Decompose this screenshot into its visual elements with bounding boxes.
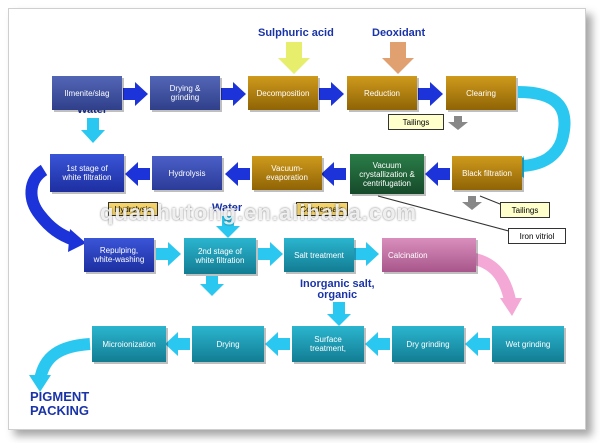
box-wet-grinding: Wet grinding xyxy=(492,326,564,362)
arrow-sulphuric xyxy=(278,42,310,74)
arrow-to-packing xyxy=(34,338,91,382)
label-inorganic-salt: Inorganic salt, organic xyxy=(300,278,375,301)
arrow-r1-1 xyxy=(123,82,148,106)
arrow-down-2nd xyxy=(200,276,224,296)
arrow-deoxidant xyxy=(382,42,414,74)
box-dry-grinding: Dry grinding xyxy=(392,326,464,362)
box-microionization: Microionization xyxy=(92,326,166,362)
arrow-r3-3 xyxy=(354,242,379,266)
watermark: quanhutong.en.alibaba.com xyxy=(100,200,418,225)
arrow-r2-2 xyxy=(321,162,346,186)
arrow-r1-2 xyxy=(221,82,246,106)
arrow-inorganic xyxy=(327,302,351,326)
arrow-calcination-to-wet xyxy=(468,252,516,302)
arrow-r2-4 xyxy=(125,162,150,186)
box-reduction: Reduction xyxy=(347,76,417,110)
leader-iron-vitriol xyxy=(377,195,521,235)
side-condensate: Condensate xyxy=(296,202,348,216)
box-drying-2: Drying xyxy=(192,326,264,362)
arrow-tailings1 xyxy=(448,116,468,130)
box-first-stage-filtration: 1st stage of white filtration xyxy=(50,154,124,192)
box-hydrolysis: Hydrolysis xyxy=(152,156,222,190)
box-vacuum-crystallization: Vacuum crystallization & centrifugation xyxy=(350,154,424,194)
arrow-packing-head xyxy=(29,375,51,392)
output-pigment-packing: PIGMENT PACKING xyxy=(30,389,90,418)
arrow-calc-head xyxy=(500,298,522,316)
arrow-water1 xyxy=(81,118,105,143)
label-deoxidant: Deoxidant xyxy=(372,27,426,39)
arrow-r4-2 xyxy=(365,332,390,356)
arrow-tailings2 xyxy=(462,196,482,210)
tailings-2: Tailings xyxy=(500,202,550,218)
arrow-r4-1 xyxy=(465,332,490,356)
box-second-stage-filtration: 2nd stage of white filtration xyxy=(184,238,256,274)
arrow-r1-4 xyxy=(418,82,443,106)
label-sulphuric-acid: Sulphuric acid xyxy=(258,27,334,39)
arrow-r1-3 xyxy=(319,82,344,106)
box-ilmenite: Ilmenite/slag xyxy=(52,76,122,110)
box-vacuum-evaporation: Vacuum- evaporation xyxy=(252,156,322,190)
box-drying-grinding: Drying & grinding xyxy=(150,76,220,110)
arrow-water2 xyxy=(216,216,240,238)
box-calcination: Calcination xyxy=(382,238,476,272)
arrow-r2-1 xyxy=(425,162,450,186)
arrow-clearing-to-black xyxy=(517,86,571,172)
box-salt-treatment: Salt treatment xyxy=(284,238,354,272)
arrow-r3-1 xyxy=(156,242,181,266)
box-repulping: Repulping, white-washing xyxy=(84,238,154,272)
arrow-r2-to-r3 xyxy=(25,164,77,246)
arrow-r3-2 xyxy=(258,242,283,266)
arrow-r4-3 xyxy=(265,332,290,356)
side-hydrolysis: Hydrolysis xyxy=(108,202,158,216)
iron-vitriol: Iron vitriol xyxy=(508,228,566,244)
arrow-r4-4 xyxy=(165,332,190,356)
box-surface-treatment: Surface treatment, xyxy=(292,326,364,362)
tailings-1: Tailings xyxy=(388,114,444,130)
arrow-r2-3 xyxy=(225,162,250,186)
box-black-filtration: Black filtration xyxy=(452,156,522,190)
label-water-2: Water xyxy=(212,202,243,214)
box-decomposition: Decomposition xyxy=(248,76,318,110)
arrow-r2-r3-head xyxy=(68,229,86,252)
box-clearing: Clearing xyxy=(446,76,516,110)
